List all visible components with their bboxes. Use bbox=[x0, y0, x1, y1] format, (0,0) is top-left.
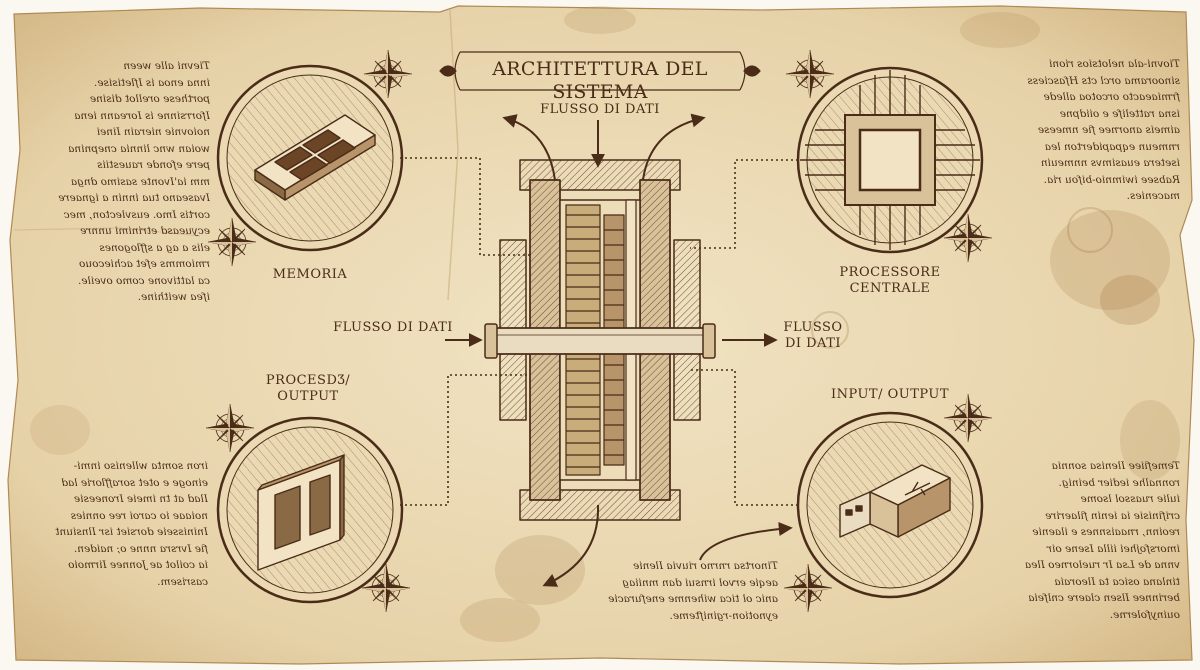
flow-right-label: FLUSSO DI DATI bbox=[778, 320, 848, 351]
note-line: fie Ivrsra nnne o; naiden. bbox=[73, 542, 208, 555]
cpu-label-line2: CENTRALE bbox=[849, 280, 931, 296]
note-line: ouinyfolerne. bbox=[1109, 608, 1180, 621]
flow-left-label: FLUSSO DI DATI bbox=[333, 320, 453, 335]
input-output-medallion bbox=[796, 411, 984, 599]
note-line: anic ol tica wihenme enefuracie bbox=[608, 593, 778, 605]
cpu-label-line1: PROCESSORE bbox=[839, 265, 941, 280]
input-output-label: INPUT/ OUTPUT bbox=[830, 387, 950, 402]
note-line: isna rattelife e oiidpne bbox=[1059, 107, 1180, 120]
coffee-stains bbox=[30, 6, 1180, 642]
note-line: Ilad at tn imeie Ironeesie bbox=[73, 493, 208, 505]
note-line: mm ia'Ivonte sasimo dnga bbox=[70, 175, 210, 188]
note-line: macenies. bbox=[1126, 190, 1180, 202]
note-line: Ininisseie dorsiet isr Ilnsiunt bbox=[55, 526, 208, 538]
note-line: berinnee Ilsen claere cnlfeia bbox=[1028, 592, 1180, 604]
note-line: cortis Imo. eusvlecton, mec bbox=[63, 208, 210, 221]
arrow-icon bbox=[699, 522, 793, 561]
note-line: einoge e otet sorafflorie lad bbox=[61, 476, 208, 489]
flow-top-label: FLUSSO DI DATI bbox=[540, 102, 660, 117]
arrow-icon bbox=[502, 114, 556, 181]
note-line: ia coilot ae Jonnee Iirmoio bbox=[68, 559, 208, 571]
pcb-card-icon bbox=[257, 454, 345, 571]
note-line: ronnalhe iedier beinig. bbox=[1058, 476, 1181, 489]
note-line: ca lattivone como oveile. bbox=[77, 274, 210, 287]
memory-medallion bbox=[216, 64, 404, 252]
note-line: sinoorama orcl cts Hfasciess bbox=[1027, 74, 1180, 87]
memory-label: MEMORIA bbox=[272, 267, 348, 282]
processor-output-label: PROCESDƷ/ OUTPUT bbox=[258, 373, 358, 404]
note-line: noiovnie nierain Iinei bbox=[96, 126, 210, 138]
note-line: porthese orellot disine bbox=[89, 93, 210, 105]
note-line: noiaae io caroi ree onnies bbox=[70, 509, 208, 522]
arrow-icon bbox=[642, 113, 706, 181]
arrow-icon bbox=[542, 504, 600, 587]
note-line: Temefiiee Ilenisa sonnia bbox=[1051, 460, 1180, 472]
flow-right-label-line2: DI DATI bbox=[784, 335, 842, 351]
note-line: ecyueasd etrinimi unnre bbox=[80, 225, 210, 237]
processor-output-label-line2: OUTPUT bbox=[277, 388, 339, 404]
note-line: reoinn, rnaaisnnes e ilaenie bbox=[1032, 526, 1180, 538]
title-banner bbox=[439, 51, 761, 91]
note-line: Iforrsinne is Ioreann iena bbox=[74, 109, 210, 122]
note-line: casrisem. bbox=[157, 575, 208, 588]
note-line: elis a ag a sfflogones bbox=[99, 241, 210, 254]
note-line: iulie ruassol lsome bbox=[1080, 493, 1180, 505]
note-line: Tiovni-ala nelotsios rioni bbox=[1049, 58, 1180, 70]
note-bottom-left: iron somta wlleniso inmi- einoge e otet … bbox=[30, 458, 208, 590]
note-line: eynotion-rginifteme. bbox=[669, 609, 779, 622]
flow-arrows bbox=[445, 113, 793, 587]
note-line: ifea weithine. bbox=[137, 291, 210, 303]
central-gear-mechanism bbox=[484, 159, 716, 521]
note-top-left: Tievni alle ween inna enoa is Ifletisise… bbox=[30, 58, 210, 306]
note-line: aeqie ervol irnsui dan mniiag bbox=[622, 576, 778, 589]
processor-output-label-line1: PROCESDƷ/ bbox=[265, 373, 351, 388]
note-line: imorsfojhei iilla Isene oir bbox=[1047, 542, 1180, 555]
note-line: tinlana osica ta Ileoraia bbox=[1054, 575, 1180, 588]
note-line: crifinisie ia ienin filaerire bbox=[1045, 509, 1180, 522]
note-line: iron somta wlleniso inmi- bbox=[73, 460, 208, 472]
flow-right-label-line1: FLUSSO bbox=[783, 320, 843, 335]
note-line: pere efonde rauestiis bbox=[97, 159, 210, 171]
cpu-label: PROCESSORE CENTRALE bbox=[830, 265, 950, 296]
note-line: vnna de Lsa Ir ruelorneo Ilea bbox=[1024, 559, 1180, 571]
dotted-connectors bbox=[400, 157, 798, 506]
note-line: rnmeun eqpapiderton lea bbox=[1044, 140, 1180, 153]
note-line: frmiaeacto orcotoa allede bbox=[1043, 91, 1180, 103]
note-line: aimeis anornee fie nmeese bbox=[1037, 124, 1180, 136]
note-line: isetera euasimvs nnmeuin bbox=[1040, 157, 1180, 169]
note-line: Tievni alle ween bbox=[123, 60, 210, 72]
note-line: Rabsee iwimnio-bifou ria. bbox=[1043, 173, 1180, 186]
usb-drive-icon bbox=[839, 464, 951, 538]
note-top-right: Tiovni-ala nelotsios rioni sinoorama orc… bbox=[990, 56, 1180, 205]
note-line: Ivaseano tua innin a ignaere bbox=[58, 192, 210, 204]
memory-module-icon bbox=[254, 114, 376, 201]
note-line: woian wnc linnia cnepnina bbox=[68, 142, 210, 155]
cpu-medallion bbox=[796, 66, 984, 254]
cpu-chip-icon bbox=[800, 70, 980, 250]
note-bottom-right: Temefiiee Ilenisa sonnia ronnalhe iedier… bbox=[995, 458, 1180, 623]
processor-output-medallion bbox=[216, 416, 404, 604]
note-bottom-center: Tinortsa rnrno riuvia Ilenie aeqie ervol… bbox=[598, 558, 778, 624]
note-line: Tinortsa rnrno riuvia Ilenie bbox=[633, 560, 778, 572]
page-title: ARCHITETTURA DEL SISTEMA bbox=[492, 58, 708, 103]
note-line: inna enoa is Ifletisise. bbox=[93, 76, 210, 89]
note-line: rmiomms efet achiecouo bbox=[79, 258, 210, 270]
